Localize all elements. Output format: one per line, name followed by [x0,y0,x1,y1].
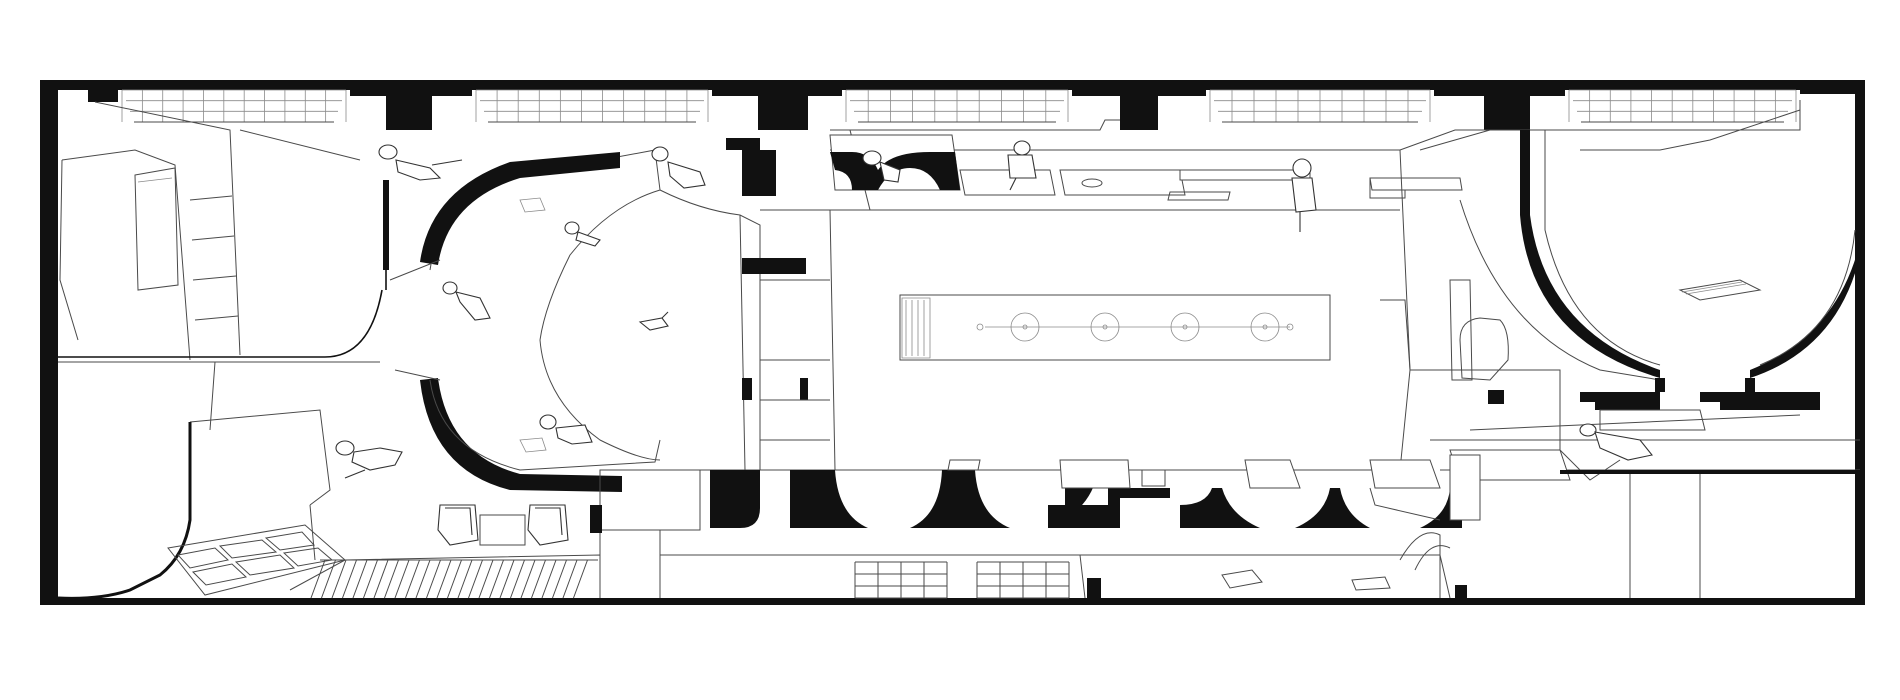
person-figure [1007,140,1037,191]
person-figure [378,144,463,181]
outer-walls [40,80,1865,605]
person-figure [1291,158,1317,232]
chairs [437,504,569,546]
left-center-blocks [590,138,836,598]
bottom-piers [810,459,1462,528]
bottom-floor [660,532,1467,599]
person-figure [335,440,403,479]
floor-hatch-grate [167,524,347,596]
top-piers [88,80,1864,130]
dog-figure [638,311,669,331]
floor-grate-right [976,561,1070,599]
person-figure [539,414,593,445]
person-figure [651,146,706,189]
person-figure [442,281,491,321]
person-figures [335,140,1653,479]
person-figure [1579,423,1653,461]
floor-slats [310,559,598,599]
right-steps [1410,279,1862,598]
person-figure [564,221,601,247]
floor-grate-left [854,561,948,599]
person-figure [862,150,901,183]
left-lower-room [57,361,601,600]
right-bowl [1399,100,1865,410]
left-upper-room [58,101,389,361]
skylight-grids [121,89,1797,123]
central-table [899,294,1331,361]
left-bowl [389,149,761,492]
